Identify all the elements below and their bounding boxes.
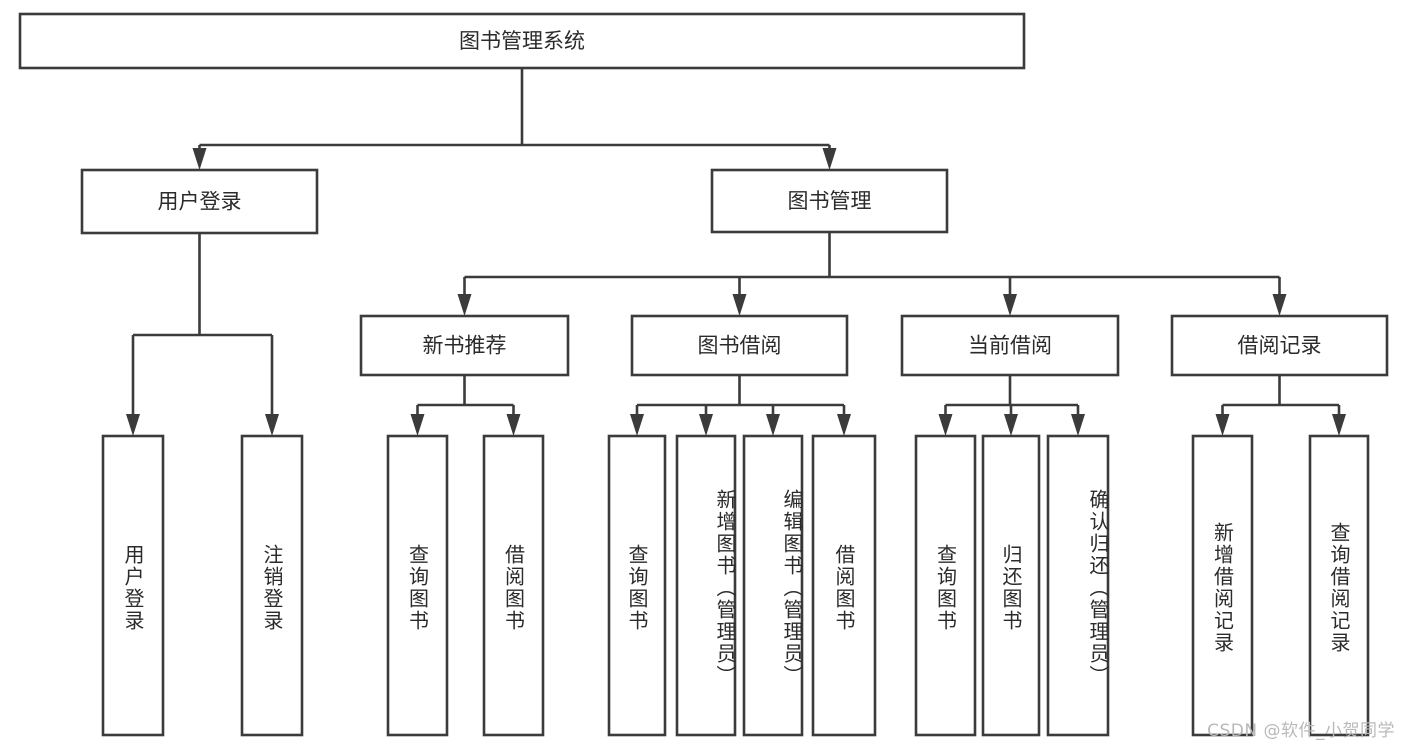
node-label-book-borrow: 图书借阅 [698, 334, 782, 358]
edge-group [126, 68, 1346, 436]
edge-book-manage-to-current-borrow-arrowhead [1003, 294, 1017, 316]
node-box-leaf-edit-book[interactable] [742, 434, 804, 737]
node-box-leaf-query-book-1[interactable] [386, 434, 449, 737]
node-box-leaf-logout[interactable] [240, 434, 304, 737]
edge-root-to-book-manage-arrowhead [822, 148, 837, 170]
edge-root-to-user-login-arrowhead [192, 148, 207, 170]
node-box-leaf-borrow-book-2[interactable] [811, 434, 877, 737]
node-box-leaf-query-book-2[interactable] [607, 434, 667, 737]
node-box-borrow-record[interactable] [1170, 314, 1389, 377]
node-box-leaf-confirm-return[interactable] [1046, 434, 1110, 737]
edge-borrow-record-to-leaf-query-record-arrowhead [1332, 414, 1346, 436]
node-label-borrow-record: 借阅记录 [1238, 334, 1322, 358]
edge-book-borrow-to-leaf-add-book-arrowhead [699, 414, 713, 436]
edge-book-manage-to-book-borrow-arrowhead [732, 294, 747, 316]
edge-current-borrow-to-leaf-query-book-3-arrowhead [938, 414, 953, 436]
node-label-new-book-rec: 新书推荐 [423, 334, 507, 358]
node-box-book-borrow[interactable] [630, 314, 849, 377]
edge-book-manage-to-borrow-record-arrowhead [1272, 294, 1287, 316]
edge-book-borrow-to-leaf-edit-book-arrowhead [766, 414, 780, 436]
node-box-root[interactable] [18, 12, 1026, 70]
edge-borrow-record-to-leaf-add-record-arrowhead [1215, 414, 1230, 436]
node-label-book-manage: 图书管理 [788, 189, 872, 213]
node-box-group [18, 12, 1389, 737]
node-label-current-borrow: 当前借阅 [968, 334, 1052, 358]
node-label-user-login: 用户登录 [158, 190, 242, 214]
node-label-root: 图书管理系统 [459, 29, 585, 53]
node-box-leaf-query-record[interactable] [1308, 434, 1370, 737]
edge-new-book-rec-to-leaf-borrow-book-1-arrowhead [506, 414, 521, 436]
node-box-user-login[interactable] [80, 168, 319, 235]
edge-new-book-rec-to-leaf-query-book-1-arrowhead [410, 414, 425, 436]
node-box-leaf-add-book[interactable] [675, 434, 737, 737]
node-box-current-borrow[interactable] [900, 314, 1120, 377]
edge-current-borrow-to-leaf-return-book-arrowhead [1004, 414, 1018, 436]
edge-user-login-to-leaf-user-login-arrowhead [126, 414, 140, 436]
edge-user-login-to-leaf-logout-arrowhead [265, 414, 279, 436]
node-box-new-book-rec[interactable] [359, 314, 570, 377]
node-box-leaf-return-book[interactable] [981, 434, 1041, 737]
edge-current-borrow-to-leaf-confirm-return-arrowhead [1071, 414, 1085, 436]
node-box-leaf-add-record[interactable] [1191, 434, 1254, 737]
node-box-book-manage[interactable] [710, 168, 949, 234]
node-box-leaf-user-login[interactable] [101, 434, 165, 737]
node-box-leaf-borrow-book-1[interactable] [482, 434, 545, 737]
edge-book-borrow-to-leaf-query-book-2-arrowhead [630, 414, 644, 436]
node-box-leaf-query-book-3[interactable] [914, 434, 977, 737]
edge-book-manage-to-new-book-rec-arrowhead [457, 294, 472, 316]
edge-book-borrow-to-leaf-borrow-book-2-arrowhead [837, 414, 851, 436]
watermark-text: CSDN @软件_小贺同学 [1207, 721, 1395, 741]
